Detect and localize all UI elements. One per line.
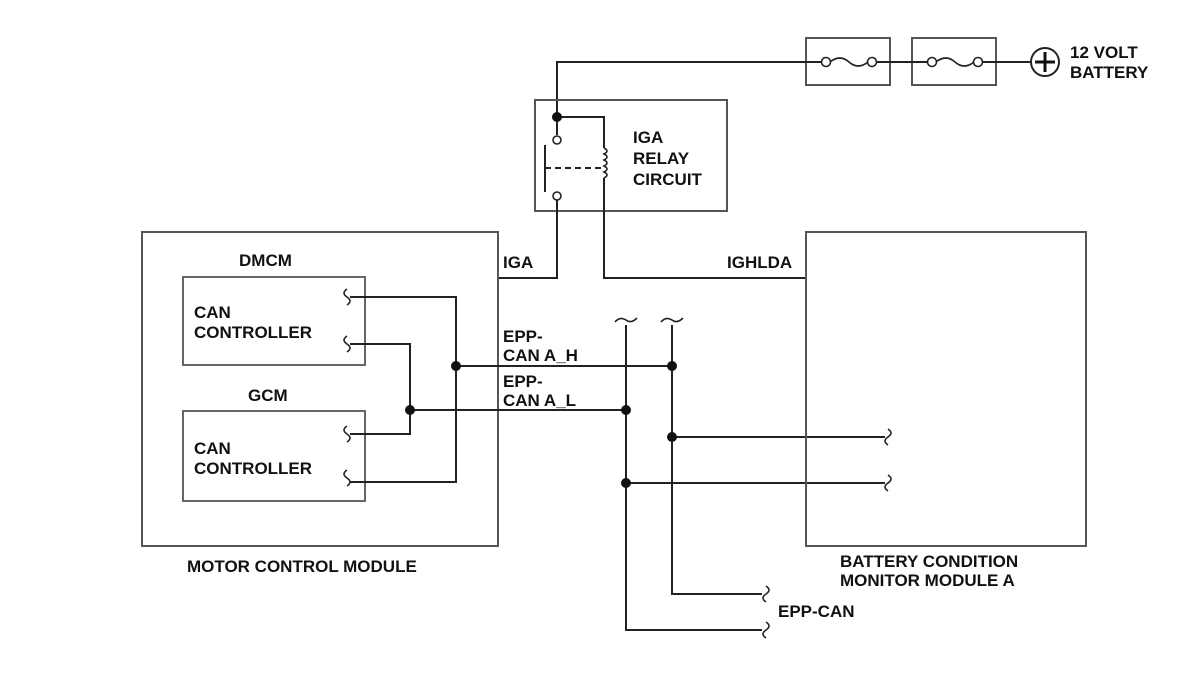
bus-connector-brackets [614, 317, 892, 639]
can-controller-connectors [343, 288, 351, 487]
iga-relay [498, 99, 805, 279]
can-h-junction-node [451, 361, 461, 371]
dmcm-can-label: CAN [194, 303, 231, 322]
can-bus-wiring [625, 325, 885, 631]
dmcm-can-controller-box [182, 276, 366, 366]
bus-l-node-2 [621, 478, 631, 488]
relay-label-line2: RELAY [633, 149, 690, 168]
battery-terminal-icon [1030, 47, 1060, 77]
bus-l-node-1 [621, 405, 631, 415]
bcm-title-line1: BATTERY CONDITION [840, 552, 1018, 571]
can-l-label-line2: CAN A_L [503, 391, 576, 410]
gcm-can-controller-box [182, 410, 366, 502]
dmcm-controller-label: CONTROLLER [194, 323, 312, 342]
can-l-junction-node [405, 405, 415, 415]
battery-label-line1: 12 VOLT [1070, 43, 1138, 62]
bus-h-node-1 [667, 361, 677, 371]
relay-label-line1: IGA [633, 128, 663, 147]
relay-label-line3: CIRCUIT [633, 170, 703, 189]
gcm-can-label: CAN [194, 439, 231, 458]
can-h-label-line1: EPP- [503, 327, 543, 346]
power-wires [556, 61, 1031, 117]
motor-control-module-title: MOTOR CONTROL MODULE [187, 557, 417, 576]
can-l-label-line1: EPP- [503, 372, 543, 391]
iga-signal-label: IGA [503, 253, 533, 272]
gcm-label: GCM [248, 386, 288, 405]
ighlda-signal-label: IGHLDA [727, 253, 792, 272]
battery-label-line2: BATTERY [1070, 63, 1149, 82]
relay-junction-node [552, 112, 562, 122]
motor-control-module [141, 231, 499, 547]
bcm-title-line2: MONITOR MODULE A [840, 571, 1015, 590]
battery-condition-monitor-module [805, 231, 1087, 547]
gcm-controller-label: CONTROLLER [194, 459, 312, 478]
can-internal-wiring [350, 296, 672, 483]
dmcm-label: DMCM [239, 251, 292, 270]
epp-can-label: EPP-CAN [778, 602, 855, 621]
bus-h-node-2 [667, 432, 677, 442]
can-h-label-line2: CAN A_H [503, 346, 578, 365]
